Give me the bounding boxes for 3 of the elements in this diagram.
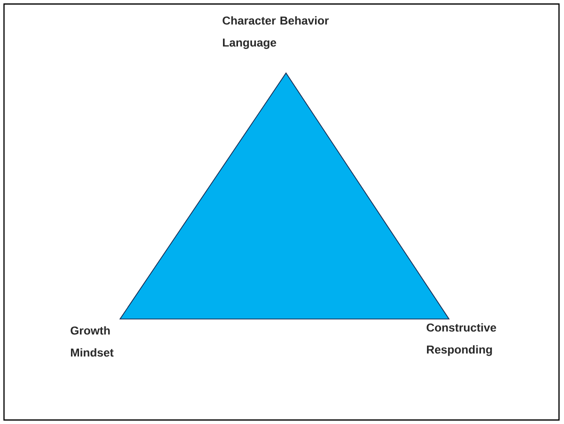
corner-label: Constructive Responding <box>426 323 496 356</box>
corner-label: Character Behavior Language <box>222 16 329 49</box>
corner-label: Growth Mindset <box>70 326 114 357</box>
